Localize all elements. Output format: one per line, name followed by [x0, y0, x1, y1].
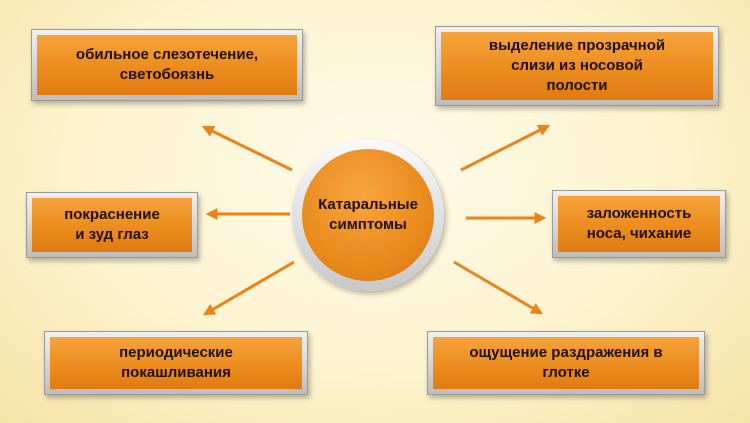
node-box-2: выделение прозрачной слизи из носовой по…: [435, 26, 719, 106]
center-circle: Катаральные симптомы: [292, 139, 444, 291]
node-box-6: ощущение раздражения в глотке: [427, 331, 705, 395]
node-box-4: заложенность носа, чихание: [552, 190, 726, 258]
arrow-to-node-5: [202, 260, 295, 316]
node-label-4: заложенность носа, чихание: [586, 205, 692, 242]
node-label-2: выделение прозрачной слизи из носовой по…: [488, 37, 666, 94]
node-label-6: ощущение раздражения в глотке: [469, 344, 663, 381]
arrow-to-node-6: [453, 260, 544, 315]
arrow-to-node-2: [460, 124, 551, 172]
node-label-5: периодические покашливания: [119, 344, 233, 381]
center-label: Катаральные симптомы: [318, 196, 418, 233]
arrow-to-node-1: [201, 125, 293, 172]
node-label-1: обильное слезотечение, светобоязнь: [75, 46, 259, 83]
node-box-5: периодические покашливания: [44, 331, 308, 395]
node-box-1: обильное слезотечение, светобоязнь: [31, 29, 303, 101]
node-label-3: покраснение и зуд глаз: [64, 206, 160, 243]
node-box-3: покраснение и зуд глаз: [26, 192, 198, 258]
